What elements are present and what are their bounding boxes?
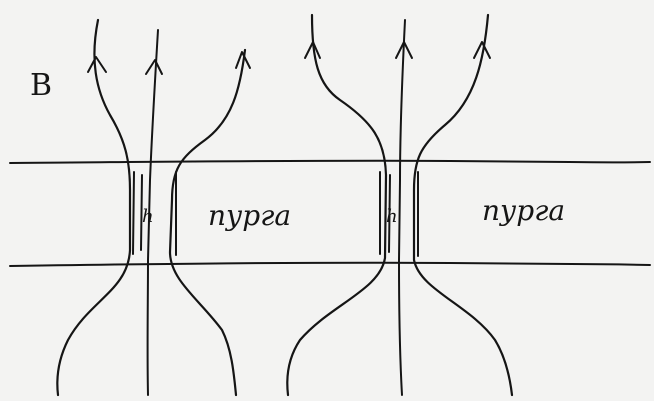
channel-wall-left-a [133,172,134,254]
layer-top-boundary [10,161,650,163]
arrow-up-icon [305,42,320,58]
channel-label-right: h [386,206,398,227]
region-label-left: пурга [208,199,291,232]
layer-bottom-boundary [10,263,650,266]
field-line-group-right [287,15,512,395]
arrow-up-icon [146,60,162,74]
field-line-left-outer [57,20,130,395]
channel-label-left: h [142,206,154,227]
field-line-right-outer [287,15,386,395]
arrow-up-icon [88,57,106,72]
region-label-right: пурга [482,194,565,227]
field-line-right-center [399,20,405,395]
panel-label: B [30,68,52,103]
